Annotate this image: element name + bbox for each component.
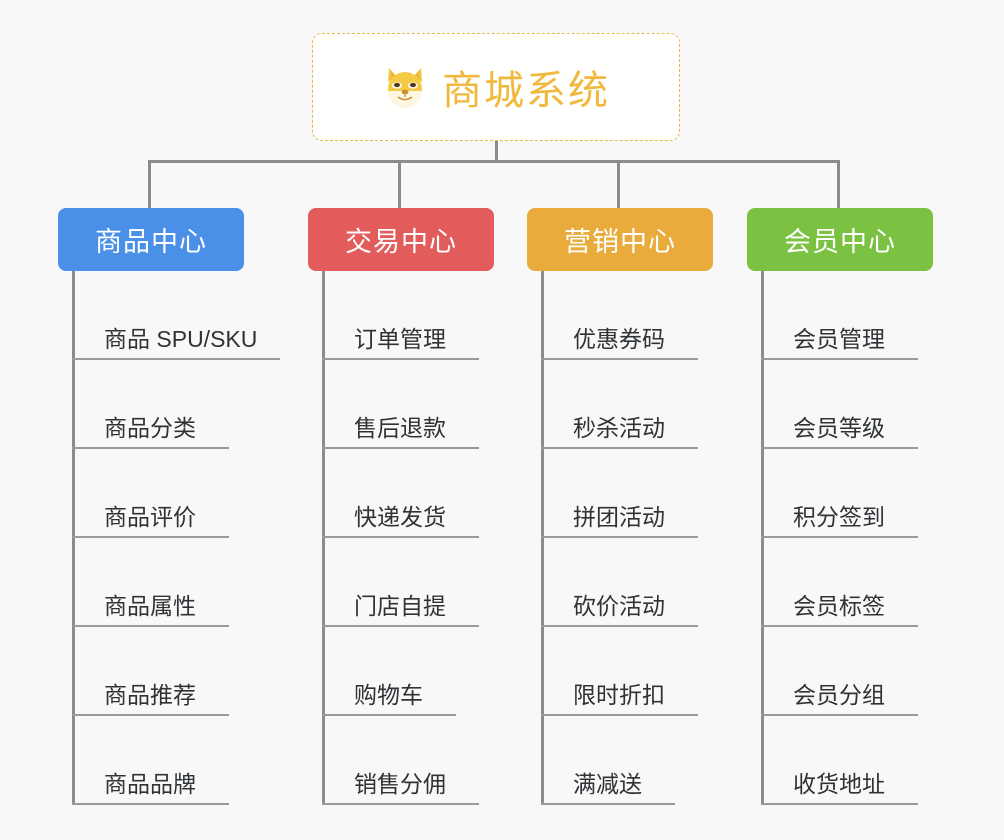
leaf-item-2-2[interactable]: 售后退款 <box>322 360 479 449</box>
leaf-label: 会员等级 <box>793 414 885 441</box>
leaf-item-1-4[interactable]: 商品属性 <box>72 538 229 627</box>
connector-drop-4 <box>837 160 840 208</box>
leaf-label: 购物车 <box>354 681 423 708</box>
leaf-label: 门店自提 <box>354 592 446 619</box>
connector-horizontal-bus <box>148 160 840 163</box>
leaf-label: 商品 SPU/SKU <box>104 325 258 352</box>
leaf-label: 拼团活动 <box>573 503 665 530</box>
leaf-item-2-4[interactable]: 门店自提 <box>322 538 479 627</box>
leaf-item-4-6[interactable]: 收货地址 <box>761 716 918 805</box>
leaf-spine-4 <box>761 271 764 805</box>
leaf-item-3-4[interactable]: 砍价活动 <box>541 538 698 627</box>
leaf-label: 商品属性 <box>104 592 196 619</box>
category-label-3: 营销中心 <box>564 227 676 257</box>
leaf-label: 商品推荐 <box>104 681 196 708</box>
shiba-dog-face-icon <box>382 64 428 110</box>
leaf-item-1-5[interactable]: 商品推荐 <box>72 627 229 716</box>
connector-drop-1 <box>148 160 151 208</box>
leaf-item-3-6[interactable]: 满减送 <box>541 716 675 805</box>
leaf-label: 商品分类 <box>104 414 196 441</box>
root-title: 商城系统 <box>442 69 610 113</box>
leaf-spine-2 <box>322 271 325 805</box>
leaf-spine-1 <box>72 271 75 805</box>
category-label-2: 交易中心 <box>345 227 457 257</box>
leaf-label: 快递发货 <box>354 503 446 530</box>
leaf-label: 订单管理 <box>354 325 446 352</box>
leaf-item-2-6[interactable]: 销售分佣 <box>322 716 479 805</box>
leaf-item-2-5[interactable]: 购物车 <box>322 627 456 716</box>
leaf-item-2-1[interactable]: 订单管理 <box>322 271 479 360</box>
leaf-item-1-2[interactable]: 商品分类 <box>72 360 229 449</box>
leaf-item-1-1[interactable]: 商品 SPU/SKU <box>72 271 280 360</box>
leaf-item-1-6[interactable]: 商品品牌 <box>72 716 229 805</box>
connector-root-stem <box>495 141 498 162</box>
leaf-item-3-2[interactable]: 秒杀活动 <box>541 360 698 449</box>
leaf-label: 售后退款 <box>354 414 446 441</box>
connector-drop-3 <box>617 160 620 208</box>
category-box-4[interactable]: 会员中心 <box>747 208 933 271</box>
leaf-label: 满减送 <box>573 770 642 797</box>
leaf-item-3-3[interactable]: 拼团活动 <box>541 449 698 538</box>
leaf-item-4-1[interactable]: 会员管理 <box>761 271 918 360</box>
root-node[interactable]: 商城系统 <box>312 33 680 141</box>
leaf-label: 商品评价 <box>104 503 196 530</box>
leaf-item-4-4[interactable]: 会员标签 <box>761 538 918 627</box>
leaf-item-3-5[interactable]: 限时折扣 <box>541 627 698 716</box>
category-label-1: 商品中心 <box>95 227 207 257</box>
leaf-item-4-5[interactable]: 会员分组 <box>761 627 918 716</box>
leaf-label: 收货地址 <box>793 770 885 797</box>
leaf-label: 砍价活动 <box>573 592 665 619</box>
leaf-label: 优惠券码 <box>573 325 665 352</box>
category-box-1[interactable]: 商品中心 <box>58 208 244 271</box>
category-box-2[interactable]: 交易中心 <box>308 208 494 271</box>
leaf-label: 会员分组 <box>793 681 885 708</box>
leaf-item-4-2[interactable]: 会员等级 <box>761 360 918 449</box>
leaf-label: 限时折扣 <box>573 681 665 708</box>
connector-drop-2 <box>398 160 401 208</box>
leaf-label: 销售分佣 <box>354 770 446 797</box>
category-box-3[interactable]: 营销中心 <box>527 208 713 271</box>
leaf-label: 秒杀活动 <box>573 414 665 441</box>
leaf-spine-3 <box>541 271 544 805</box>
leaf-label: 商品品牌 <box>104 770 196 797</box>
leaf-item-3-1[interactable]: 优惠券码 <box>541 271 698 360</box>
leaf-label: 会员管理 <box>793 325 885 352</box>
leaf-label: 会员标签 <box>793 592 885 619</box>
leaf-item-1-3[interactable]: 商品评价 <box>72 449 229 538</box>
leaf-label: 积分签到 <box>793 503 885 530</box>
category-label-4: 会员中心 <box>784 227 896 257</box>
leaf-item-4-3[interactable]: 积分签到 <box>761 449 918 538</box>
leaf-item-2-3[interactable]: 快递发货 <box>322 449 479 538</box>
